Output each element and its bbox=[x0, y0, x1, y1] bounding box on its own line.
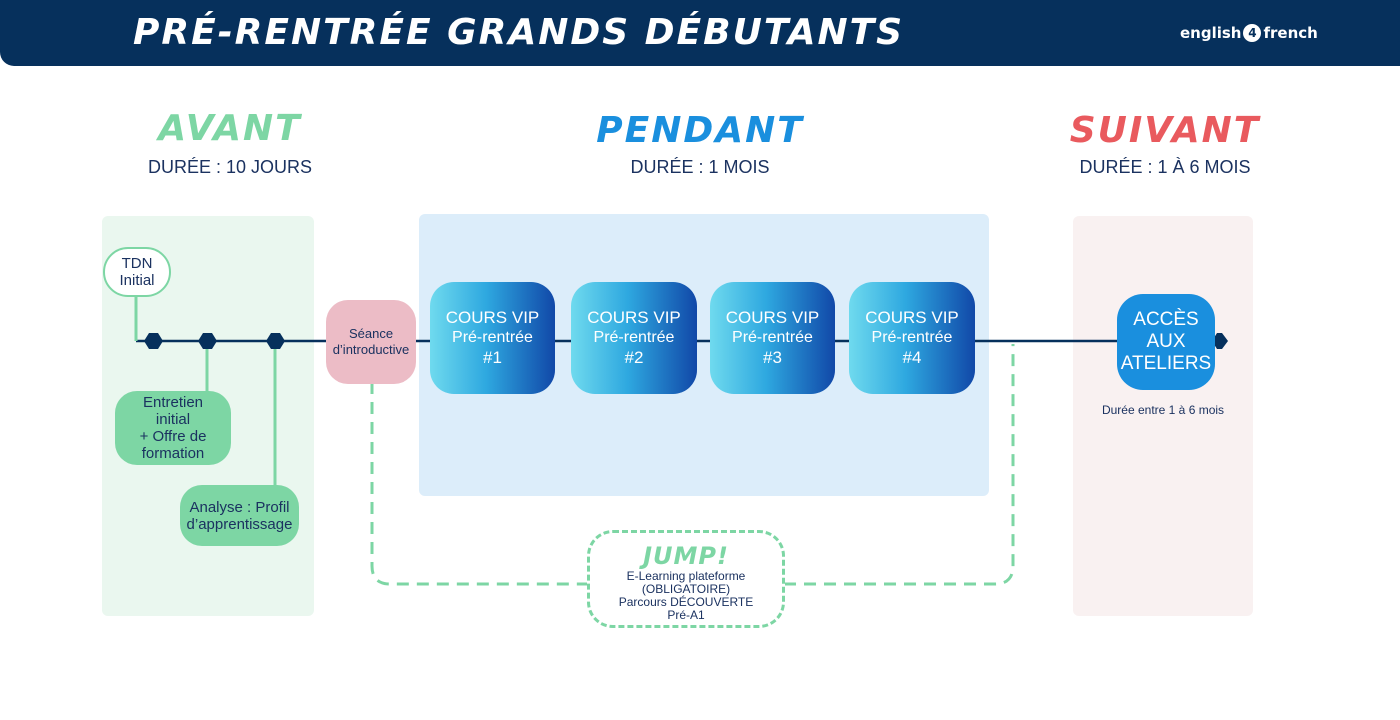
cours-vip-2: COURS VIP Pré-rentrée #2 bbox=[571, 282, 697, 394]
timeline-node-2 bbox=[198, 333, 217, 349]
acces-line3: ATELIERS bbox=[1120, 353, 1212, 374]
acces-line1: ACCÈS bbox=[1133, 309, 1199, 330]
cours-3-title: COURS VIP bbox=[725, 308, 820, 327]
phase-title-pendant: PENDANT bbox=[596, 110, 804, 151]
jump-title: JUMP! bbox=[643, 542, 729, 570]
phase-duration-suivant: DURÉE : 1 À 6 MOIS bbox=[1079, 157, 1251, 177]
brand-logo: english 4 french bbox=[1180, 22, 1318, 44]
page-title: PRÉ-RENTRÉE GRANDS DÉBUTANTS bbox=[133, 12, 905, 53]
header-banner: PRÉ-RENTRÉE GRANDS DÉBUTANTS english 4 f… bbox=[0, 0, 1400, 66]
jump-elearning-box: JUMP! E-Learning plateforme (OBLIGATOIRE… bbox=[587, 530, 785, 628]
timeline-node-1 bbox=[144, 333, 163, 349]
step-analyse-line1: Analyse : Profil bbox=[189, 498, 290, 516]
step-entretien-line3: + Offre de bbox=[139, 428, 207, 445]
cours-4-number: #4 bbox=[902, 348, 922, 367]
acces-duration-note: Durée entre 1 à 6 mois bbox=[1101, 403, 1225, 417]
step-analyse-line2: d’apprentissage bbox=[186, 515, 293, 533]
cours-vip-1: COURS VIP Pré-rentrée #1 bbox=[430, 282, 555, 394]
phase-title-suivant: SUIVANT bbox=[1069, 110, 1261, 151]
seance-line2: d’introductive bbox=[332, 342, 410, 357]
jump-line-2: (OBLIGATOIRE) bbox=[641, 582, 731, 596]
step-entretien-line1: Entretien bbox=[142, 394, 204, 411]
seance-line1: Séance bbox=[348, 326, 394, 341]
cours-4-subtitle: Pré-rentrée bbox=[871, 329, 953, 346]
jump-line-4: Pré-A1 bbox=[667, 608, 705, 622]
cours-1-number: #1 bbox=[483, 348, 502, 367]
cours-4-title: COURS VIP bbox=[865, 308, 959, 327]
jump-dashed-path bbox=[370, 344, 1015, 586]
step-tdn-initial: TDN Initial bbox=[103, 247, 171, 297]
phase-duration-pendant: DURÉE : 1 MOIS bbox=[630, 157, 770, 177]
cours-2-title: COURS VIP bbox=[587, 308, 681, 327]
step-entretien-line4: formation bbox=[141, 445, 205, 462]
cours-2-number: #2 bbox=[624, 348, 644, 367]
brand-text-left: english bbox=[1180, 24, 1242, 42]
phase-duration-avant: DURÉE : 10 JOURS bbox=[147, 157, 313, 177]
jump-line-3: Parcours DÉCOUVERTE bbox=[618, 595, 754, 609]
cours-vip-4: COURS VIP Pré-rentrée #4 bbox=[849, 282, 975, 394]
step-entretien-line2: initial bbox=[155, 411, 191, 428]
phase-title-avant: AVANT bbox=[158, 108, 302, 149]
step-seance-introductive: Séance d’introductive bbox=[326, 300, 416, 384]
step-analyse-profil: Analyse : Profil d’apprentissage bbox=[180, 485, 299, 546]
brand-text-right: french bbox=[1263, 24, 1318, 42]
cours-1-title: COURS VIP bbox=[445, 308, 540, 327]
cours-3-number: #3 bbox=[763, 348, 782, 367]
step-tdn-line2: Initial bbox=[119, 272, 155, 289]
timeline-end-arrow bbox=[1212, 333, 1228, 349]
acces-line2: AUX bbox=[1146, 331, 1186, 352]
panel-suivant bbox=[1073, 216, 1253, 616]
jump-line-1: E-Learning plateforme bbox=[626, 569, 746, 583]
cours-3-subtitle: Pré-rentrée bbox=[732, 329, 813, 346]
cours-2-subtitle: Pré-rentrée bbox=[593, 329, 675, 346]
cours-vip-3: COURS VIP Pré-rentrée #3 bbox=[710, 282, 835, 394]
step-tdn-line1: TDN bbox=[121, 255, 153, 272]
brand-digit-badge: 4 bbox=[1243, 24, 1262, 42]
cours-1-subtitle: Pré-rentrée bbox=[452, 329, 533, 346]
acces-ateliers: ACCÈS AUX ATELIERS bbox=[1117, 294, 1215, 390]
step-entretien-initial: Entretien initial + Offre de formation bbox=[115, 391, 231, 465]
timeline-node-3 bbox=[266, 333, 285, 349]
